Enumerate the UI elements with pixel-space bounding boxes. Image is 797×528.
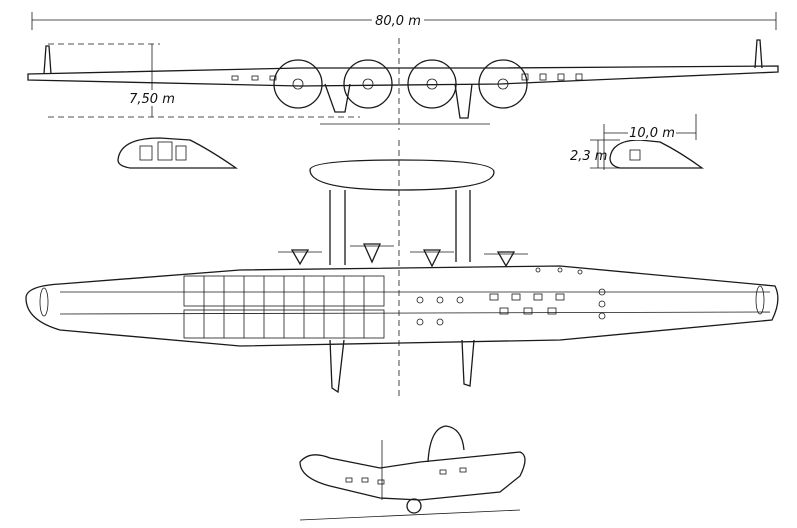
- right-float: [461, 339, 475, 387]
- side-hull: [299, 451, 526, 501]
- left-boom: [329, 190, 346, 265]
- left-wingtip-fin: [43, 45, 52, 75]
- plan-wing: [25, 265, 779, 347]
- right-boom: [455, 190, 471, 262]
- side-wheel: [406, 498, 422, 514]
- left-wing-section: [117, 137, 239, 169]
- side-fin: [427, 425, 465, 463]
- front-propellers: [273, 59, 528, 109]
- span-dimension-label: 80,0 m: [375, 14, 421, 29]
- side-windows: [345, 467, 467, 485]
- front-view: 80,0 m: [27, 12, 779, 130]
- plan-view: [25, 140, 779, 400]
- chord-dimension-label: 10,0 m: [629, 126, 675, 141]
- horizontal-stabilizer: [309, 159, 495, 191]
- front-wing: [27, 65, 779, 87]
- right-wing-section: 10,0 m 2,3 m: [570, 114, 704, 170]
- thickness-dimension-label: 2,3 m: [570, 149, 607, 164]
- side-view: [299, 425, 526, 521]
- left-float: [329, 339, 345, 394]
- right-wingtip-fin: [754, 39, 763, 69]
- left-hull: [324, 83, 351, 113]
- right-hull: [454, 83, 473, 119]
- cabin-layout: [183, 275, 385, 339]
- plan-windows: [416, 267, 606, 326]
- height-dimension-label: 7,50 m: [129, 92, 175, 107]
- plan-engines: [278, 243, 528, 268]
- wing-windows: [231, 73, 583, 81]
